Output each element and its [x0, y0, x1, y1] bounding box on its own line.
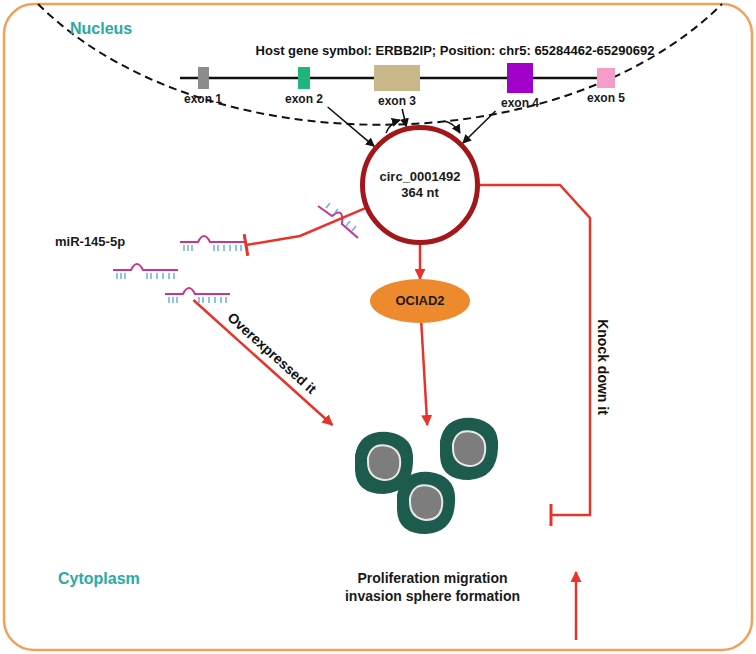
cell-nucleus: [410, 485, 442, 520]
compartment-label: Nucleus: [70, 20, 190, 38]
arrow-connector: [419, 245, 422, 279]
tumor-cell: [397, 472, 455, 534]
tumor-cell: [440, 418, 498, 480]
edge-label: Knock down it: [595, 319, 611, 415]
exon-node: exon 4: [495, 63, 545, 111]
arrow-connector: [193, 300, 332, 425]
exon-node: exon 5: [581, 68, 631, 106]
exon-label: exon 3: [378, 94, 416, 109]
bound-mirna: [318, 206, 358, 238]
arrow-connector: [421, 323, 427, 425]
mirna-pairing: [169, 297, 226, 303]
mirna-node: miR-145-5p: [55, 222, 245, 300]
mirna-strand: [180, 236, 245, 242]
exon-node: exon 1: [178, 67, 228, 107]
promotion-arrow: [575, 572, 578, 640]
cell-nucleus: [453, 431, 485, 466]
mirna-group: [113, 203, 358, 303]
node-text: circ_0001492 364 nt: [379, 169, 461, 202]
cell-body: [440, 418, 498, 480]
circrna-circle: circ_0001492 364 nt: [360, 125, 480, 245]
exon-box: [507, 63, 533, 93]
compartment-label: Cytoplasm: [58, 570, 198, 588]
tumor-cells: [355, 418, 498, 534]
mirna-strand: [113, 264, 178, 270]
phenotype-node: Proliferation migration invasion sphere …: [315, 425, 550, 605]
circle-direction-arrow: [386, 120, 400, 133]
exon-box: [198, 67, 209, 89]
protein-ellipse: OCIAD2: [370, 279, 470, 323]
mirna-pairing: [326, 203, 356, 231]
mirna-strand: [165, 288, 230, 294]
circle-direction-arrow: [444, 121, 460, 133]
mirna-pairing: [117, 273, 174, 279]
cell-membrane: [4, 4, 752, 650]
node-text: OCIAD2: [395, 293, 444, 309]
exon-label: exon 4: [501, 96, 539, 111]
exon-box: [597, 68, 615, 88]
exon-node: exon 3: [372, 65, 422, 109]
exon-label: exon 1: [184, 92, 222, 107]
arrow-connector: [328, 107, 374, 146]
arrow-connector: [402, 109, 406, 127]
cell-body: [397, 472, 455, 534]
node-text: miR-145-5p: [55, 234, 245, 250]
exon-node: exon 2: [279, 67, 329, 107]
exon-box: [374, 65, 420, 91]
arrow-connector: [463, 111, 496, 143]
mirna-pairing: [184, 245, 241, 251]
exon-box: [298, 67, 310, 89]
exon-label: exon 2: [285, 92, 323, 107]
cell-nucleus: [368, 445, 400, 480]
nuclear-envelope: [38, 4, 722, 125]
inhibition-connector: [480, 185, 590, 515]
inhibition-connector: [245, 208, 365, 245]
gene-info: Host gene symbol: ERBB2IP; Position: chr…: [195, 43, 715, 58]
exon-label: exon 5: [587, 91, 625, 106]
node-text: Proliferation migration invasion sphere …: [343, 570, 523, 605]
